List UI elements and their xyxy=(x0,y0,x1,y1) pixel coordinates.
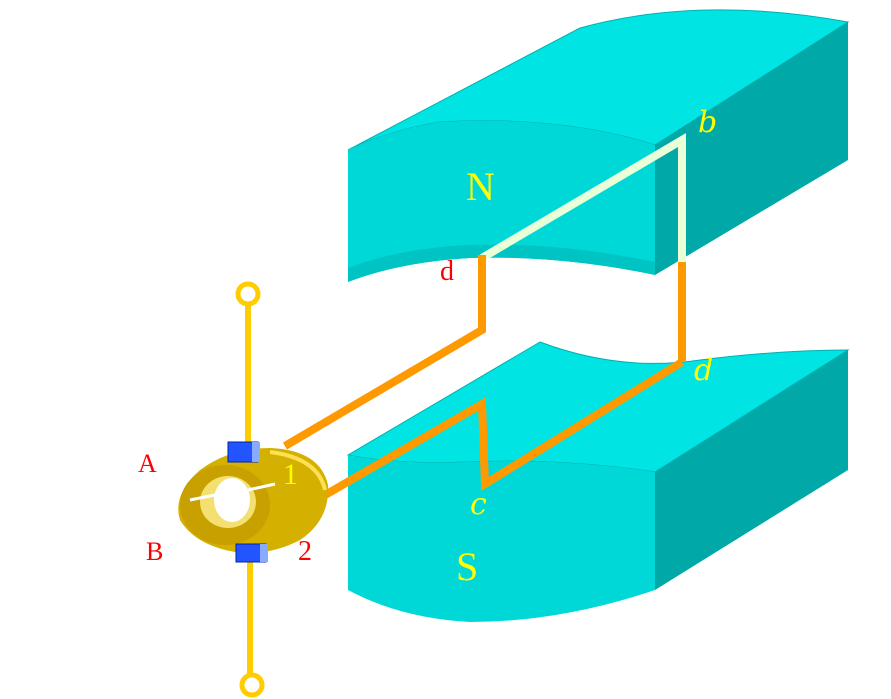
coil-label-d-left: d xyxy=(440,256,454,287)
south-magnet xyxy=(346,341,850,622)
shaft xyxy=(235,281,265,698)
coil-back-segment xyxy=(479,132,686,262)
ring-label-2: 2 xyxy=(298,536,312,567)
north-magnet-front xyxy=(348,120,655,282)
coil-label-d-right: d xyxy=(694,353,713,388)
north-magnet-side xyxy=(655,22,848,275)
slip-ring-hole xyxy=(214,478,250,522)
coil xyxy=(282,132,686,502)
north-magnet xyxy=(347,9,850,282)
coil-label-c: c xyxy=(470,487,487,522)
north-pole-label: N xyxy=(466,164,495,209)
ring-label-1: 1 xyxy=(283,458,298,491)
south-magnet-side xyxy=(655,350,848,590)
coil-label-b: b xyxy=(698,105,717,140)
coil-bottom-path xyxy=(317,358,685,502)
south-magnet-top xyxy=(346,341,850,473)
coil-left-lead xyxy=(282,255,486,450)
south-magnet-front xyxy=(348,455,655,622)
south-pole-label: S xyxy=(456,544,478,589)
shaft-top-terminal xyxy=(235,281,261,307)
slip-rings xyxy=(178,448,329,553)
terminal-label-A: A xyxy=(138,449,157,478)
terminal-label-B: B xyxy=(146,537,163,566)
shaft-bottom-terminal xyxy=(239,672,265,698)
north-magnet-lower-shade xyxy=(348,244,655,282)
